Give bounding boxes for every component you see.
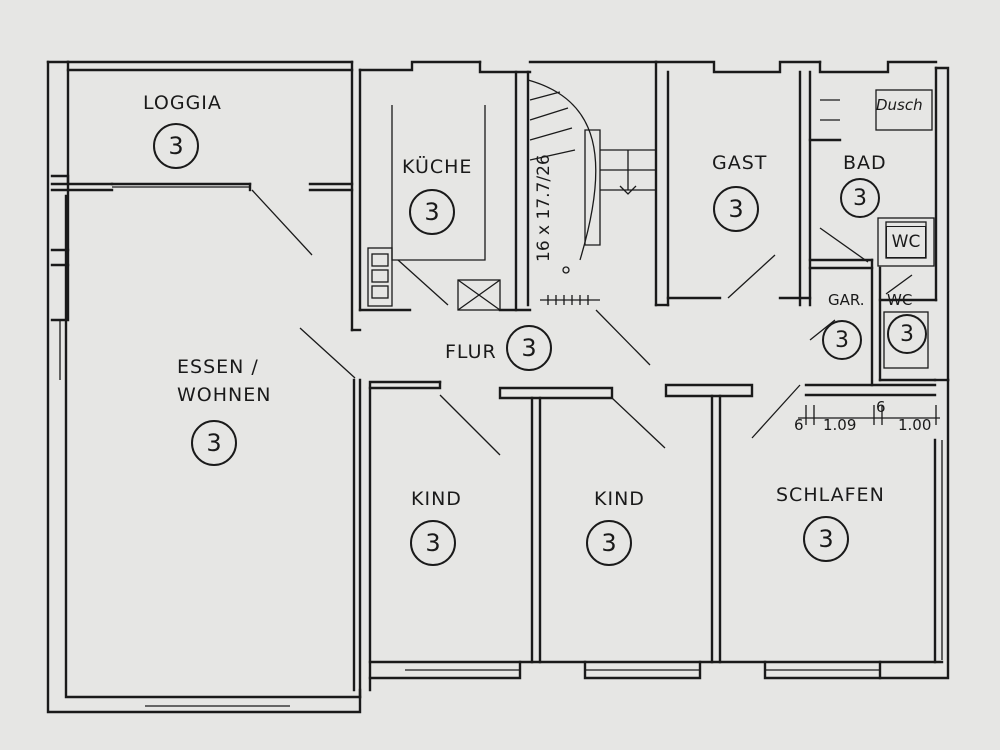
dimension-1-00: 1.00: [898, 416, 932, 434]
room-label-gast: GAST: [712, 152, 768, 174]
stair-annotation: 16 x 17.7/26: [534, 154, 554, 262]
dusche-label: Dusch: [876, 96, 923, 114]
room-number-essen: 3: [191, 420, 237, 466]
room-number-kueche: 3: [409, 189, 455, 235]
room-number-flur: 3: [506, 325, 552, 371]
room-number-kind-1: 3: [410, 520, 456, 566]
dimension-6-right: 6: [876, 398, 886, 416]
room-label-loggia: LOGGIA: [143, 92, 222, 114]
dimension-1-09: 1.09: [823, 416, 857, 434]
room-label-essen-2: WOHNEN: [177, 384, 272, 406]
room-label-schlafen: SCHLAFEN: [776, 484, 885, 506]
room-number-kind-2: 3: [586, 520, 632, 566]
room-label-essen-1: ESSEN /: [177, 356, 259, 378]
room-label-flur: FLUR: [445, 341, 497, 363]
room-label-kueche: KÜCHE: [402, 156, 473, 178]
room-number-gar: 3: [822, 320, 862, 360]
room-number-wc: 3: [887, 314, 927, 354]
room-label-bad: BAD: [843, 152, 887, 174]
wc-fixture-label: WC: [886, 226, 926, 258]
room-number-bad: 3: [840, 178, 880, 218]
room-label-kind-1: KIND: [411, 488, 462, 510]
room-number-gast: 3: [713, 186, 759, 232]
top-walls: [66, 60, 938, 332]
room-number-loggia: 3: [153, 123, 199, 169]
room-number-schlafen: 3: [803, 516, 849, 562]
room-label-wc: WC: [887, 291, 913, 309]
room-label-gar: GAR.: [828, 291, 865, 309]
dimension-6-left: 6: [794, 416, 804, 434]
room-label-kind-2: KIND: [594, 488, 645, 510]
outer-walls: [46, 60, 950, 714]
